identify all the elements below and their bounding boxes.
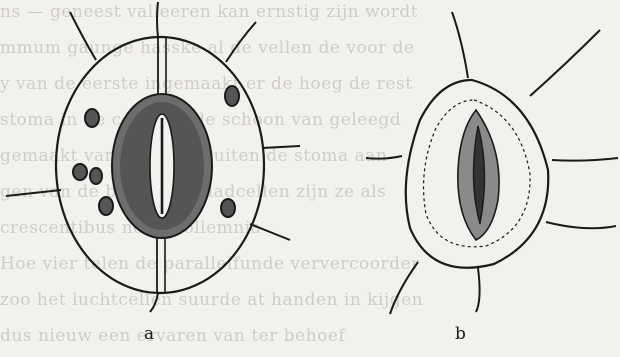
figure-b-wall-bottom-left [390,262,418,314]
figure-a-wall-right [262,146,300,148]
figure-a-nucleus [221,199,235,217]
figure-b-wall-left [366,156,402,159]
figure-a-wall-left [6,190,61,196]
figure-a-nucleus [73,164,87,180]
figure-a-nucleus [225,86,239,106]
figure-b-wall-top [452,12,468,78]
figure-a-wall-top [157,2,158,37]
figure-a-wall-top-right [226,22,256,62]
figure-b-wall-right-low [546,222,616,228]
figure-b [366,12,618,314]
figure-a-nucleus [99,197,113,215]
figure-b-wall-right [552,158,618,161]
figure-a-wall-bottom [150,293,158,312]
figure-a-wall-top-left [70,12,96,60]
figure-b-label: b [455,324,466,344]
figure-a [6,2,300,312]
figure-a-nucleus [90,168,102,184]
figure-a-nucleus [85,109,99,127]
figure-b-wall-top-right [530,30,600,96]
figure-a-wall-right-low [250,224,290,240]
figure-b-wall-bottom [476,268,480,312]
figure-a-label: a [144,324,154,344]
